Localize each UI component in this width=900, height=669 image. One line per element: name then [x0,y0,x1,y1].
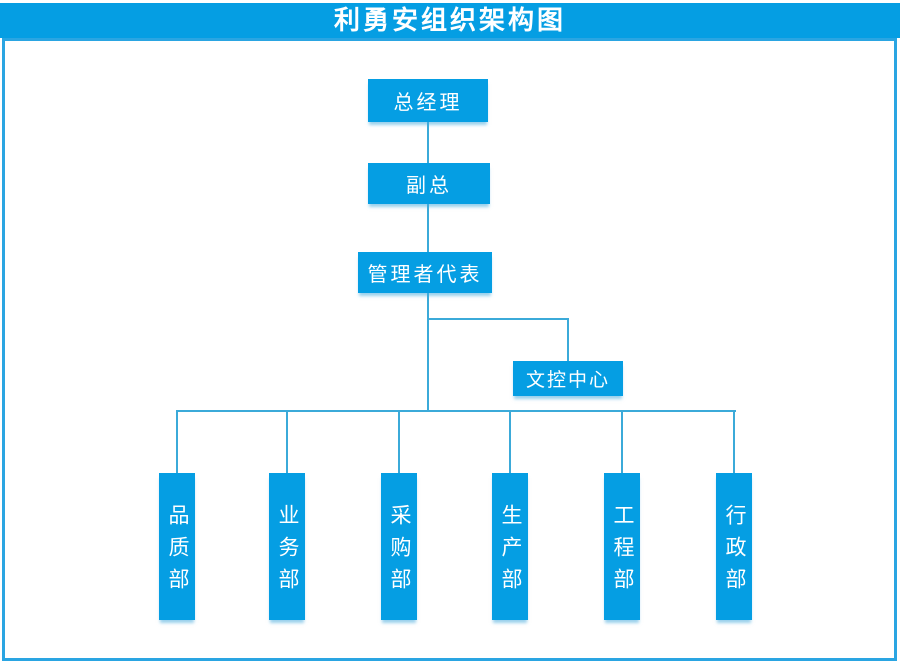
connector-drop-engineering [621,412,623,473]
header-bar: 利勇安组织架构图 [0,3,900,38]
department-label: 生产部 [499,504,522,600]
connector-drop-purchasing [398,412,400,473]
org-node-document-control-center: 文控中心 [513,361,623,396]
department-label: 行政部 [723,504,746,600]
org-node-department-administration: 行政部 [716,473,752,620]
connector-rep-to-departments [427,293,429,412]
department-label: 工程部 [611,504,634,600]
org-node-department-business: 业务部 [269,473,305,620]
page-title: 利勇安组织架构图 [333,5,566,35]
department-label: 业务部 [276,504,299,600]
connector-drop-business [286,412,288,473]
connector-drop-quality [176,412,178,473]
org-node-management-representative: 管理者代表 [358,252,492,293]
org-node-department-quality: 品质部 [159,473,195,620]
org-chart-panel [2,38,897,661]
connector-deputy-to-rep [427,204,429,252]
org-node-deputy-general-manager: 副总 [368,163,490,204]
connector-departments-horizontal [176,410,736,412]
org-node-department-engineering: 工程部 [604,473,640,620]
connector-drop-production [509,412,511,473]
connector-branch-horizontal [427,318,569,320]
org-node-department-production: 生产部 [492,473,528,620]
connector-branch-to-doc-center [567,320,569,361]
department-label: 品质部 [166,504,189,600]
connector-drop-administration [733,412,735,473]
connector-gm-to-deputy [427,122,429,164]
org-node-department-purchasing: 采购部 [381,473,417,620]
department-label: 采购部 [388,504,411,600]
org-node-general-manager: 总经理 [368,79,488,122]
